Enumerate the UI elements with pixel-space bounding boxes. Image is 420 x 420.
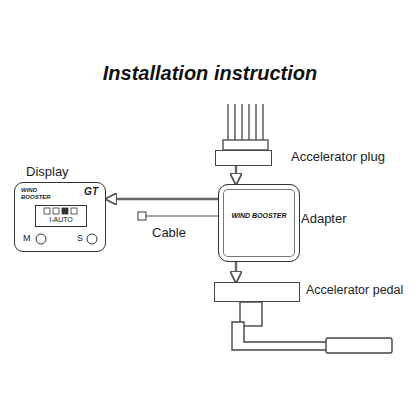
plug-header bbox=[223, 140, 268, 150]
part-heading: Display bbox=[26, 164, 106, 179]
screen-icon bbox=[62, 208, 68, 214]
pedal-top: Accelerator pedal bbox=[214, 282, 300, 302]
pedal-arm bbox=[232, 322, 330, 350]
connector-arrow bbox=[235, 166, 237, 184]
screen-icons bbox=[36, 207, 86, 217]
cable-plug bbox=[138, 212, 146, 220]
screen-text: I-AUTO bbox=[36, 216, 86, 223]
adapter-box: WIND BOOSTERAdapter bbox=[218, 184, 300, 262]
wire bbox=[234, 104, 235, 141]
cable bbox=[138, 212, 218, 220]
pedal-drawing bbox=[232, 302, 392, 353]
brand-label: WIND BOOSTER bbox=[21, 187, 55, 200]
button-label: M bbox=[23, 234, 31, 243]
plug-wires bbox=[223, 104, 268, 150]
part-label: Accelerator plug bbox=[291, 149, 385, 164]
display-housing: WIND BOOSTER GT I-AUTO M S bbox=[14, 182, 106, 252]
button-label: S bbox=[77, 234, 83, 243]
screen-icon bbox=[53, 208, 59, 214]
display-screen: I-AUTO bbox=[35, 205, 87, 227]
screen-icon bbox=[44, 208, 50, 214]
brand-label: WIND BOOSTER bbox=[219, 212, 299, 219]
connector-arrow bbox=[106, 198, 218, 200]
part-label: Accelerator pedal bbox=[306, 283, 403, 297]
button-symbol bbox=[87, 234, 97, 244]
button-symbol bbox=[36, 234, 46, 244]
part-label: Adapter bbox=[301, 211, 347, 226]
wire bbox=[255, 104, 256, 141]
connector-arrow bbox=[235, 262, 237, 282]
wire bbox=[241, 104, 242, 141]
model-label: GT bbox=[84, 186, 98, 197]
plug-connector: Accelerator plug bbox=[215, 150, 272, 166]
wire bbox=[262, 104, 263, 141]
cable-line bbox=[146, 215, 218, 216]
pedal-pad bbox=[326, 338, 392, 353]
wire bbox=[227, 104, 228, 141]
display-unit: DisplayWIND BOOSTER GT I-AUTO M S bbox=[14, 164, 106, 252]
diagram-title: Installation instruction bbox=[0, 62, 420, 85]
edge-label: Cable bbox=[150, 225, 188, 240]
wire bbox=[248, 104, 249, 141]
screen-icon bbox=[71, 208, 77, 214]
